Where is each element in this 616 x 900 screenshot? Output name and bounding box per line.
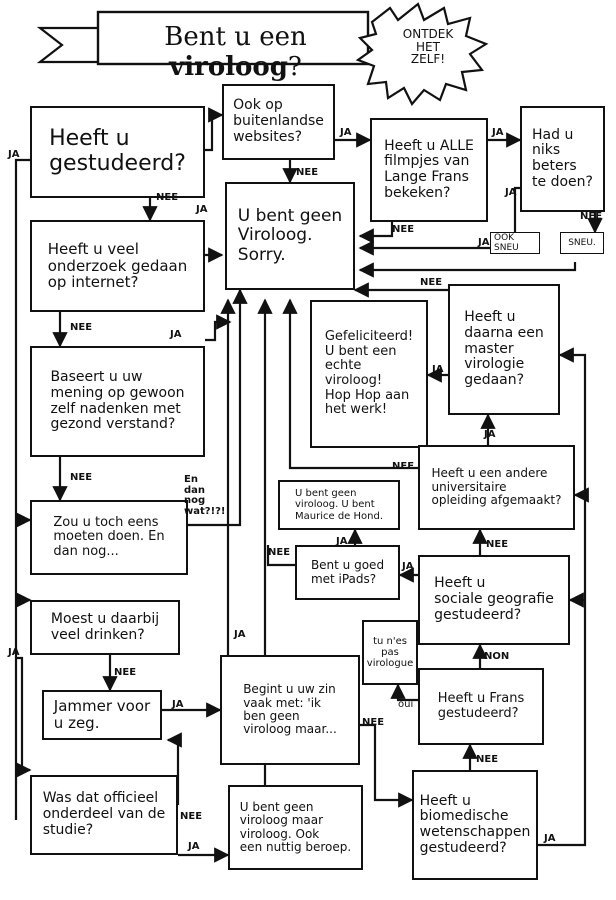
edge-label-ja: JA	[402, 561, 414, 572]
node-zou: Zou u toch eens moeten doen. En dan nog.…	[30, 500, 188, 575]
label-sneu: SNEU.	[560, 232, 604, 254]
edge-label-ja: JA	[336, 536, 348, 547]
node-jammer: Jammer voor u zeg.	[42, 690, 162, 740]
node-biomedische: Heeft u biomedische wetenschappen gestud…	[412, 770, 538, 880]
node-frans: Heeft u Frans gestudeerd?	[418, 668, 544, 745]
edge-label-nee: NEE	[392, 461, 415, 472]
edge-label-nee: NEE	[476, 754, 499, 765]
node-filmpjes: Heeft u ALLE filmpjes van Lange Frans be…	[370, 118, 488, 222]
edge-label-nee: NEE	[156, 192, 179, 203]
edge-label-nee: NEE	[486, 539, 509, 550]
edge-label-nee: NEE	[420, 277, 443, 288]
edge-label-non: NON	[484, 651, 510, 662]
node-master: Heeft u daarna een master virologie geda…	[448, 284, 560, 415]
node-ipads: Bent u goed met iPads?	[295, 545, 400, 600]
node-baseert: Baseert u uw mening op gewoon zelf naden…	[30, 346, 205, 457]
title-emphasis: viroloog	[169, 52, 288, 82]
node-sociale: Heeft u sociale geografie gestudeerd?	[418, 555, 570, 645]
burst-shape	[355, 2, 489, 106]
node-buitenlandse: Ook op buitenlandse websites?	[222, 84, 335, 160]
node-gefeliciteerd: Gefeliciteerd! U bent een echte viroloog…	[310, 300, 428, 448]
ontdek-burst-text: ONTDEK HET ZELF!	[402, 27, 454, 67]
node-geen-viroloog: U bent geen Viroloog. Sorry.	[225, 182, 355, 290]
edge-label-ja: JA	[170, 329, 182, 340]
edge-label-ja: JA	[478, 237, 490, 248]
edge-label-ja: JA	[234, 629, 246, 640]
edge-label-ja: JA	[196, 204, 208, 215]
node-nuttig: U bent geen viroloog maar viroloog. Ook …	[228, 785, 363, 870]
title-post: ?	[287, 52, 302, 82]
node-drinken: Moest u daarbij veel drinken?	[30, 600, 180, 655]
edge-label-ja: JA	[544, 833, 556, 844]
edge-label-ja: JA	[340, 127, 352, 138]
label-ook-sneu: OOK SNEU	[490, 232, 540, 254]
node-gestudeerd: Heeft u gestudeerd?	[30, 106, 205, 198]
edge-label-ja: JA	[505, 187, 517, 198]
edge-label-ja: JA	[492, 127, 504, 138]
node-maurice: U bent geen viroloog. U bent Maurice de …	[278, 480, 400, 530]
edge-label-ja: JA	[484, 429, 496, 440]
node-officieel: Was dat officieel onderdeel van de studi…	[30, 775, 178, 855]
edge-label-ja: JA	[188, 841, 200, 852]
edge-label-nee: NEE	[392, 224, 415, 235]
node-begint: Begint u uw zin vaak met: 'ik ben geen v…	[220, 655, 360, 765]
node-had-u: Had u niks beters te doen?	[520, 106, 605, 212]
edge-label-nee: NEE	[70, 472, 93, 483]
edge-label-nee: NEE	[114, 667, 137, 678]
node-internet: Heeft u veel onderzoek gedaan op interne…	[30, 220, 205, 312]
edge-label-nee: NEE	[180, 811, 203, 822]
edge-label-nee: NEE	[580, 211, 603, 222]
node-tu-nes: tu n'es pas virologue	[362, 620, 418, 685]
edge-label-oui: oui	[398, 699, 414, 710]
node-andere: Heeft u een andere universitaire opleidi…	[418, 445, 575, 530]
edge-label-nee: NEE	[268, 547, 291, 558]
edge-label-nee: NEE	[362, 717, 385, 728]
edge-label-nee: NEE	[296, 167, 319, 178]
edge-label-ja: JA	[8, 647, 20, 658]
title-pre: Bent u een	[164, 22, 307, 52]
edges	[14, 107, 603, 863]
edge-label-en-dan-nog: En dan nog wat?!?!	[184, 474, 226, 517]
edge-label-nee: NEE	[70, 322, 93, 333]
edge-label-ja: JA	[432, 364, 444, 375]
page-title: Bent u een viroloog?	[108, 22, 363, 82]
edge-label-ja: JA	[172, 699, 184, 710]
edge-label-ja: JA	[8, 149, 20, 160]
